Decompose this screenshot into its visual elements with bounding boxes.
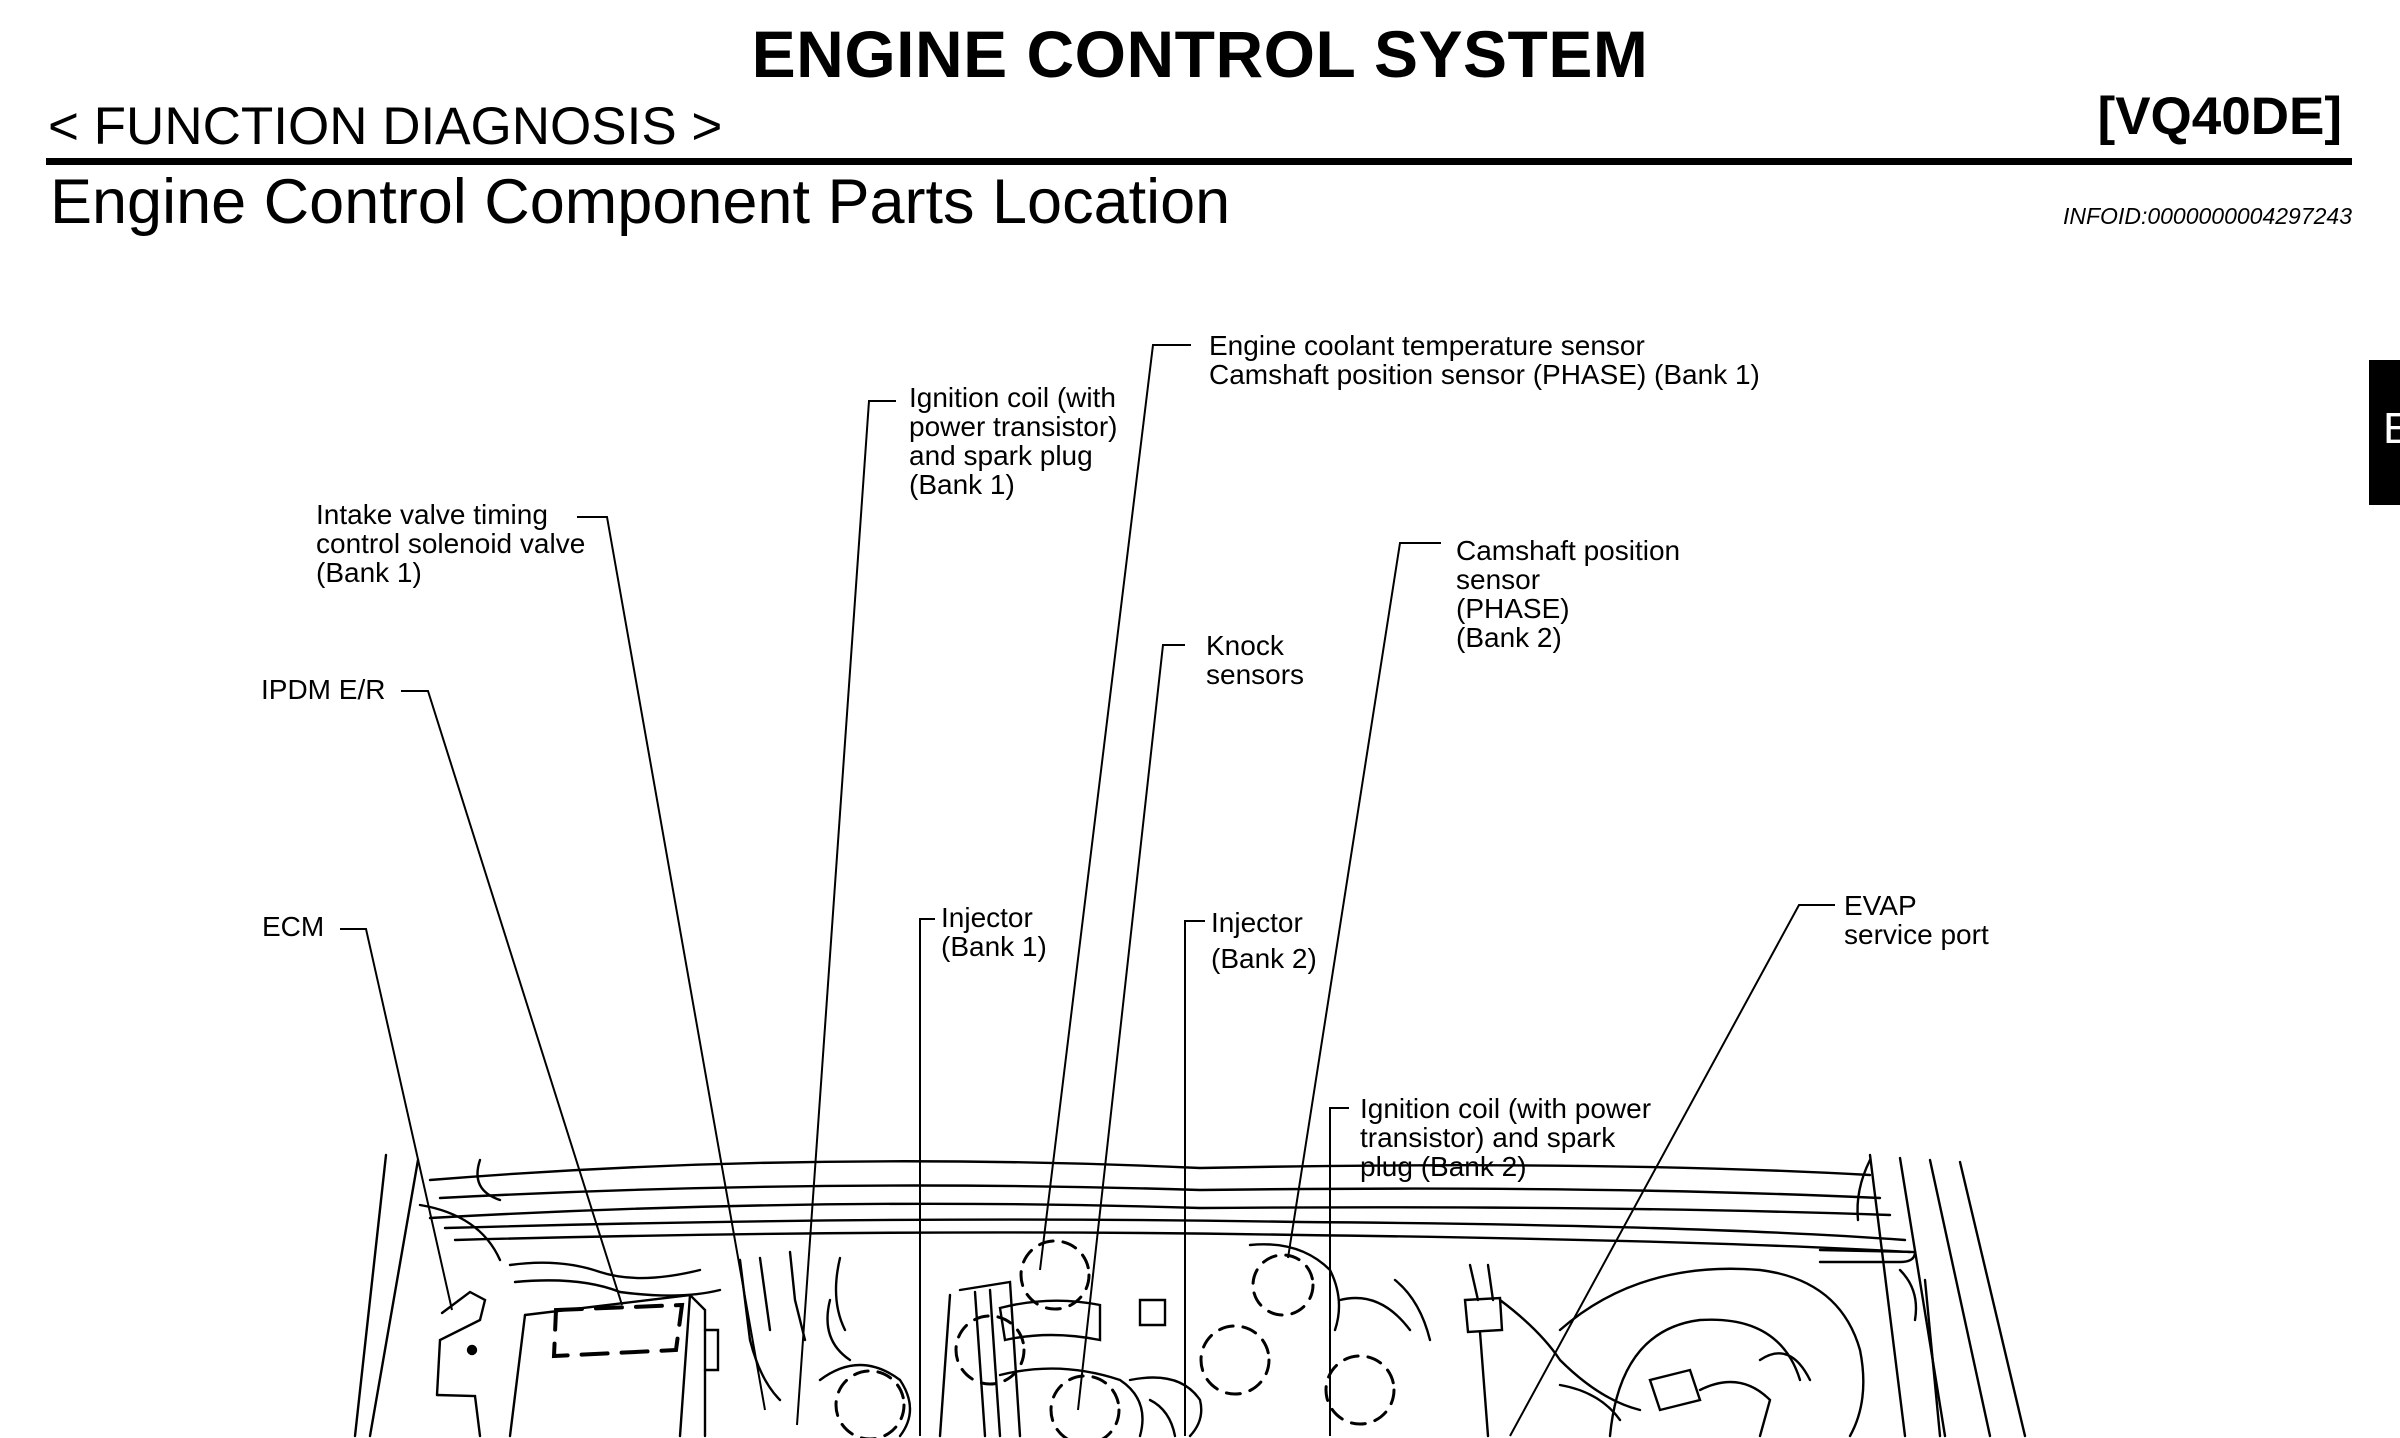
leader-injector-bank2 — [1184, 920, 1205, 1436]
engine-bay-illustration — [353, 1153, 2027, 1438]
callout-injector-bank2-line-1: Injector — [1211, 907, 1303, 938]
callout-evap-line-1: EVAP — [1844, 890, 1917, 921]
callout-ecm-line-1: ECM — [262, 911, 325, 942]
callout-intake-valve-line-3: (Bank 1) — [316, 557, 422, 588]
page-heading: Engine Control Component Parts Location — [50, 167, 1231, 237]
callout-ipdm-er: IPDM E/R — [261, 675, 385, 704]
callout-evap-line-2: service port — [1844, 919, 1989, 950]
callout-coolant-camshaft-bank1: Engine coolant temperature sensor Camsha… — [1209, 331, 1760, 389]
callout-intake-valve-line-2: control solenoid valve — [316, 528, 586, 559]
callout-camshaft-bank2: Camshaft position sensor (PHASE) (Bank 2… — [1456, 536, 1680, 652]
callout-knock-sensors: Knock sensors — [1206, 631, 1304, 689]
callout-ignition-bank2-line-3: plug (Bank 2) — [1360, 1151, 1527, 1182]
callout-camshaft-bank2-line-4: (Bank 2) — [1456, 622, 1562, 653]
callout-camshaft-bank2-line-3: (PHASE) — [1456, 593, 1570, 624]
callout-ignition-bank2-line-2: transistor) and spark — [1360, 1122, 1616, 1153]
callout-intake-valve-line-1: Intake valve timing — [316, 499, 548, 530]
leader-lines — [340, 344, 1835, 1437]
callout-injector-bank2-line-2: (Bank 2) — [1211, 943, 1317, 974]
callout-injector-bank1-line-1: Injector — [941, 902, 1033, 933]
callout-coolant-line-2: Camshaft position sensor (PHASE) (Bank 1… — [1209, 359, 1760, 390]
leader-ignition-bank2 — [1329, 1107, 1349, 1436]
callout-evap-service-port: EVAP service port — [1844, 891, 1989, 949]
callout-coolant-line-1: Engine coolant temperature sensor — [1209, 330, 1645, 361]
callout-injector-bank2: Injector (Bank 2) — [1211, 905, 1317, 977]
callout-ignition-bank1-line-2: power transistor) — [909, 411, 1118, 442]
callout-ignition-bank2-line-1: Ignition coil (with power — [1360, 1093, 1652, 1124]
callout-ignition-bank1-line-1: Ignition coil (with — [909, 382, 1116, 413]
callout-intake-valve-timing: Intake valve timing control solenoid val… — [316, 500, 585, 587]
leader-coolant-camshaft — [1039, 344, 1191, 1271]
leader-knock — [1077, 644, 1185, 1411]
callout-ignition-coil-bank2: Ignition coil (with power transistor) an… — [1360, 1094, 1651, 1181]
callout-ignition-coil-bank1: Ignition coil (with power transistor) an… — [909, 383, 1118, 499]
callout-injector-bank1: Injector (Bank 1) — [941, 903, 1047, 961]
leader-camshaft-bank2 — [1287, 542, 1441, 1259]
model-code: [VQ40DE] — [2097, 87, 2342, 146]
callout-injector-bank1-line-2: (Bank 1) — [941, 931, 1047, 962]
callout-ecm: ECM — [262, 912, 324, 941]
leader-intake-valve — [577, 516, 766, 1411]
section-label: < FUNCTION DIAGNOSIS > — [48, 97, 723, 156]
leader-ecm — [340, 928, 453, 1311]
section-side-tab[interactable]: E — [2369, 360, 2400, 505]
callout-ignition-bank1-line-3: and spark plug — [909, 440, 1093, 471]
info-id: INFOID:0000000004297243 — [2063, 203, 2352, 229]
callout-knock-line-1: Knock — [1206, 630, 1284, 661]
header-rule — [46, 158, 2352, 165]
callout-camshaft-bank2-line-2: sensor — [1456, 564, 1541, 595]
side-tab-letter: E — [2383, 404, 2400, 453]
main-title: ENGINE CONTROL SYSTEM — [751, 17, 1649, 91]
callout-ignition-bank1-line-4: (Bank 1) — [909, 469, 1015, 500]
leader-evap — [1509, 904, 1835, 1437]
callout-ipdm-line-1: IPDM E/R — [261, 674, 386, 705]
leader-injector-bank1 — [919, 918, 935, 1436]
callout-knock-line-2: sensors — [1206, 659, 1305, 690]
leader-ipdm — [401, 690, 623, 1306]
callout-camshaft-bank2-line-1: Camshaft position — [1456, 535, 1681, 566]
leader-ignition-bank1 — [796, 400, 896, 1426]
